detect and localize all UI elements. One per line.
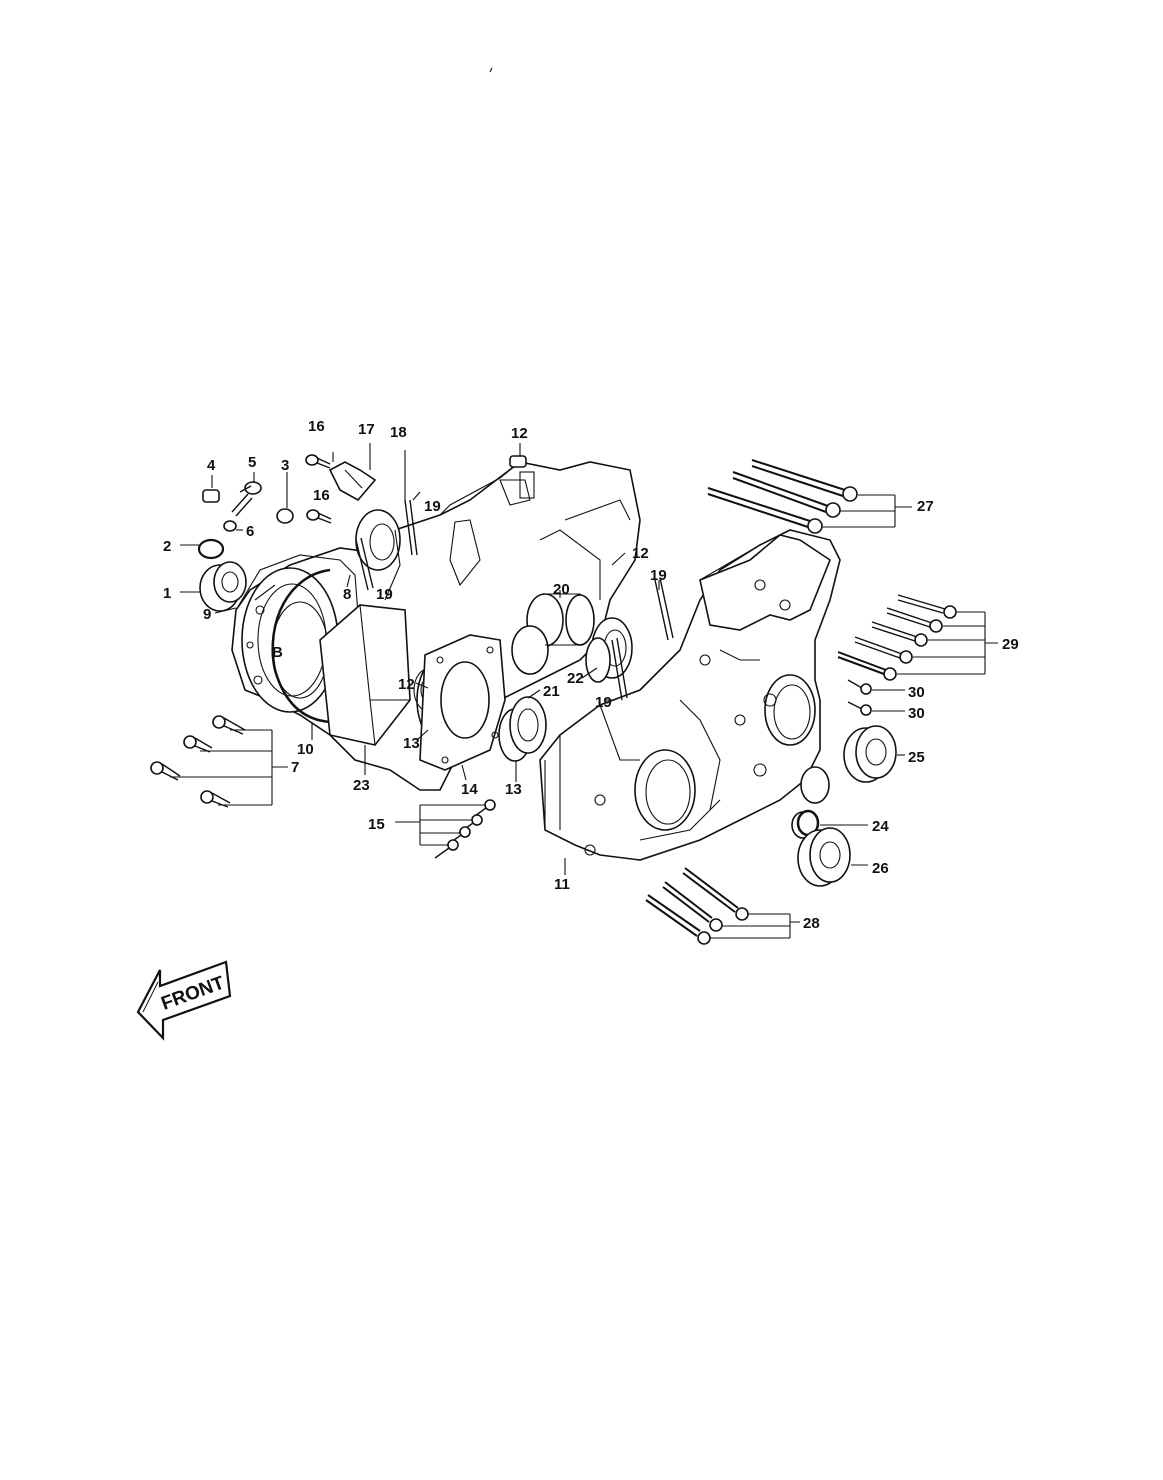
leader-lines bbox=[170, 443, 998, 939]
callout-7: 7 bbox=[291, 759, 299, 776]
bolts-27-group bbox=[707, 459, 858, 534]
callout-3: 3 bbox=[281, 457, 289, 474]
callout-11: 11 bbox=[554, 876, 570, 893]
callout-9: 9 bbox=[203, 606, 211, 623]
callout-19-d: 19 bbox=[595, 694, 612, 711]
bolts-29-group bbox=[837, 594, 957, 681]
bolts-28-group bbox=[645, 867, 749, 945]
callout-19-c: 19 bbox=[650, 567, 667, 584]
screws-15-group bbox=[434, 799, 496, 859]
callout-30-b: 30 bbox=[908, 705, 925, 722]
callout-25: 25 bbox=[908, 749, 925, 766]
callout-4: 4 bbox=[207, 457, 216, 474]
bearing-26-part bbox=[797, 827, 851, 887]
callout-labels: 1 2 3 4 5 6 7 8 9 10 11 12 12 12 13 13 1… bbox=[163, 418, 1019, 932]
right-crankcase bbox=[539, 529, 841, 861]
left-crankcase bbox=[231, 461, 641, 791]
callout-13-mid: 13 bbox=[505, 781, 522, 798]
callout-12-left: 12 bbox=[398, 676, 415, 693]
callout-8: 8 bbox=[343, 586, 351, 603]
callout-14: 14 bbox=[461, 781, 478, 798]
callout-22: 22 bbox=[567, 670, 584, 687]
callout-30-a: 30 bbox=[908, 684, 925, 701]
callout-18: 18 bbox=[390, 424, 407, 441]
label-b: B bbox=[272, 644, 283, 661]
dowel-pin-part bbox=[202, 489, 220, 503]
bearing-25-part bbox=[843, 725, 897, 783]
bolts-7-group bbox=[150, 715, 246, 808]
drain-screw-part bbox=[231, 481, 262, 517]
callout-13-left: 13 bbox=[403, 735, 420, 752]
bolt-16-upper bbox=[305, 454, 331, 469]
callout-19-b: 19 bbox=[376, 586, 393, 603]
callout-29: 29 bbox=[1002, 636, 1019, 653]
washer-part bbox=[223, 520, 237, 532]
callout-6: 6 bbox=[246, 523, 254, 540]
callout-26: 26 bbox=[872, 860, 889, 877]
callout-10: 10 bbox=[297, 741, 314, 758]
callout-17: 17 bbox=[358, 421, 375, 438]
callout-12-right: 12 bbox=[632, 545, 649, 562]
callout-15: 15 bbox=[368, 816, 385, 833]
seal-24-part bbox=[791, 809, 820, 839]
o-ring-large-part bbox=[197, 538, 225, 560]
callout-23: 23 bbox=[353, 777, 370, 794]
callout-12-top: 12 bbox=[511, 425, 528, 442]
o-ring-part bbox=[276, 508, 294, 524]
screws-30-group bbox=[847, 679, 872, 716]
callout-16-top: 16 bbox=[308, 418, 325, 435]
callout-28: 28 bbox=[803, 915, 820, 932]
callout-24: 24 bbox=[872, 818, 889, 835]
stray-mark bbox=[489, 67, 493, 73]
callout-20: 20 bbox=[553, 581, 570, 598]
oil-seal-part bbox=[199, 561, 247, 612]
callout-21: 21 bbox=[543, 683, 560, 700]
bolt-16-lower bbox=[306, 509, 332, 524]
callout-16-lower: 16 bbox=[313, 487, 330, 504]
callout-2: 2 bbox=[163, 538, 171, 555]
dowel-12-part bbox=[509, 455, 527, 468]
callout-19-a: 19 bbox=[424, 498, 441, 515]
callout-5: 5 bbox=[248, 454, 256, 471]
front-arrow: FRONT bbox=[136, 960, 232, 1041]
callout-27: 27 bbox=[917, 498, 934, 515]
callout-1: 1 bbox=[163, 585, 171, 602]
